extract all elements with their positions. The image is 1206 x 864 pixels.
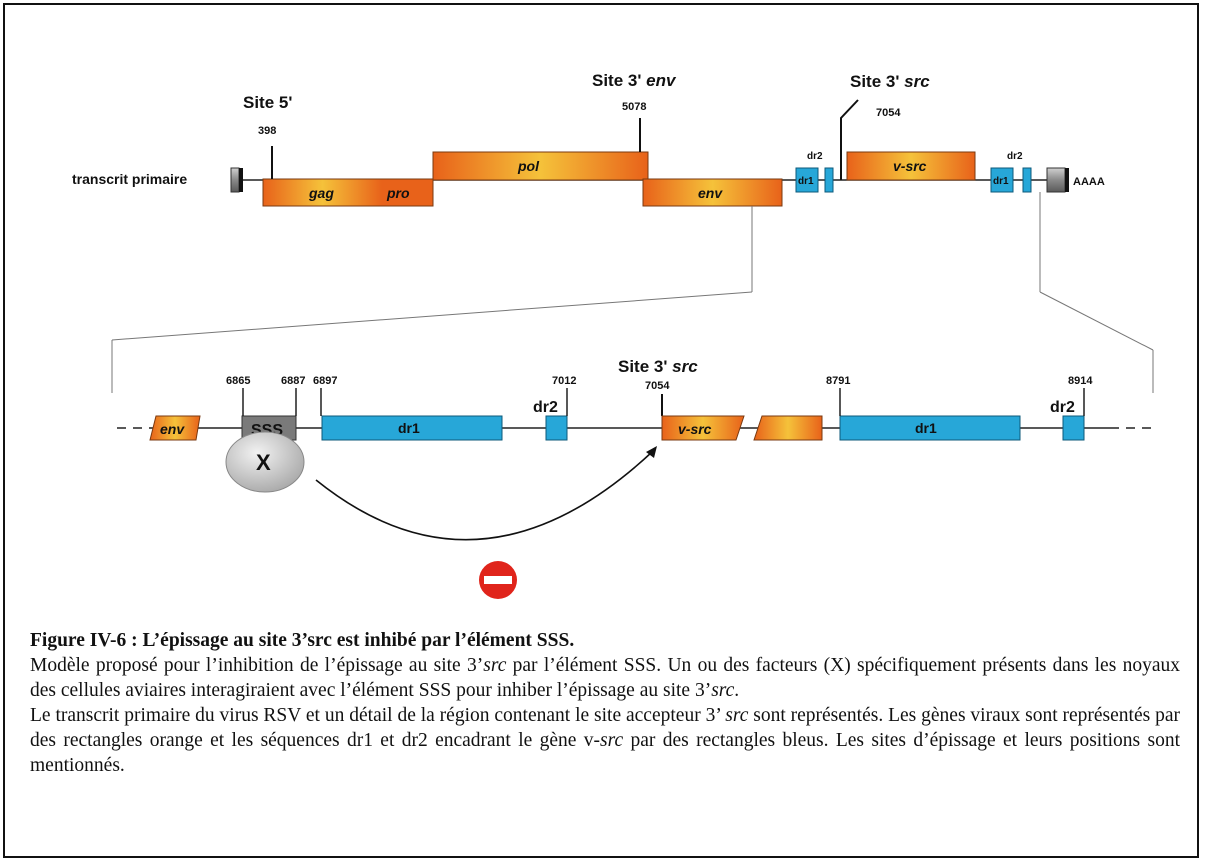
dr1-box-right	[990, 167, 1014, 193]
detail-site3src-label: Site 3' src	[618, 357, 698, 376]
caption-title: Figure IV-6 : L’épissage au site 3’src e…	[30, 630, 575, 651]
detail-dr1-box-right	[839, 415, 1021, 441]
gag-pro-box	[262, 178, 434, 207]
left-cap	[230, 167, 240, 193]
detail-dr1-label-right: dr1	[915, 420, 937, 436]
caption-paragraph-2: Le transcrit primaire du virus RSV et un…	[30, 705, 1181, 776]
primary-transcript-label: transcrit primaire	[72, 171, 187, 187]
zoom-line-left	[111, 291, 753, 341]
zoom-line-right	[1039, 291, 1154, 351]
detail-vsrc-label: v-src	[678, 421, 712, 437]
splicing-arc	[315, 451, 653, 541]
site5-label: Site 5'	[243, 93, 292, 112]
caption-paragraph-1: Modèle proposé pour l’inhibition de l’ép…	[30, 655, 1181, 701]
detail-dr2-label-left: dr2	[533, 399, 558, 416]
primary-transcript: transcrit primaire gag pro pol env dr1 d…	[72, 71, 1154, 393]
arc-arrowhead	[646, 446, 657, 458]
site3src-label: Site 3' src	[850, 72, 930, 91]
detail-dr2-label-right: dr2	[1050, 399, 1075, 416]
dr2-box-left	[824, 167, 834, 193]
site3env-label: Site 3' env	[592, 71, 677, 90]
pos-6887: 6887	[281, 375, 305, 387]
detail-vsrc-continuation	[753, 415, 823, 441]
detail-dr2-box-left	[545, 415, 568, 441]
pos-8791: 8791	[826, 375, 850, 387]
pos-398: 398	[258, 125, 276, 137]
right-cap-end	[1065, 168, 1069, 192]
detail-dr2-box-right	[1062, 415, 1085, 441]
pos-5078: 5078	[622, 101, 646, 113]
env-box	[642, 178, 783, 207]
pol-label: pol	[517, 158, 540, 174]
dr1-label-left: dr1	[798, 176, 814, 187]
detail-region: env SSS 6865 6887 X dr1 6897 7012 dr2 70…	[117, 357, 1155, 599]
figure-caption: Figure IV-6 : L’épissage au site 3’src e…	[30, 628, 1180, 778]
detail-env-box	[149, 415, 201, 441]
pol-box	[432, 151, 649, 181]
vsrc-box	[846, 151, 976, 181]
detail-dr1-box-left	[321, 415, 503, 441]
right-cap	[1046, 167, 1066, 193]
dr1-label-right: dr1	[993, 176, 1009, 187]
pos-7054-detail: 7054	[645, 380, 670, 392]
pos-7054: 7054	[876, 107, 901, 119]
vsrc-label: v-src	[893, 158, 927, 174]
dr2-box-right	[1022, 167, 1032, 193]
left-cap-end	[239, 168, 243, 192]
factor-x-ellipse	[225, 431, 305, 493]
detail-env-label: env	[160, 421, 185, 437]
pos-7012: 7012	[552, 375, 576, 387]
pos-6897: 6897	[313, 375, 337, 387]
polyA-label: AAAA	[1073, 176, 1105, 188]
dr2-label-right: dr2	[1007, 151, 1023, 162]
dr2-label-left: dr2	[807, 151, 823, 162]
inhibition-icon-bar	[484, 576, 512, 584]
pro-label: pro	[386, 185, 410, 201]
site3src-tick	[840, 99, 859, 180]
pos-6865: 6865	[226, 375, 250, 387]
env-label: env	[698, 185, 723, 201]
pos-8914: 8914	[1068, 375, 1093, 387]
detail-dr1-label-left: dr1	[398, 420, 420, 436]
detail-vsrc-box	[661, 415, 745, 441]
dr1-box-left	[795, 167, 819, 193]
gag-label: gag	[308, 185, 334, 201]
factor-x-label: X	[256, 450, 271, 475]
